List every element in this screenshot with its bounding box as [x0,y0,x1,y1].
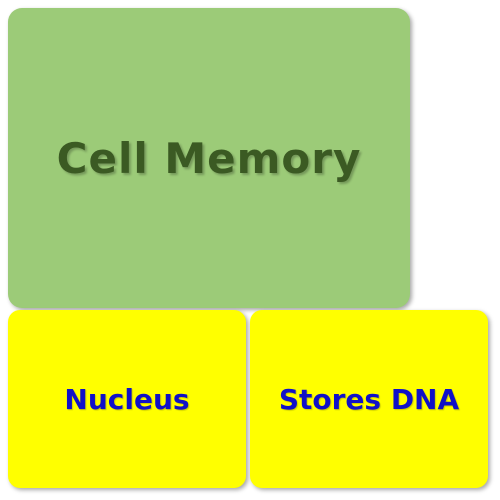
match-card-nucleus[interactable]: Nucleus [8,310,246,488]
match-card-label: Nucleus [64,382,190,416]
game-title: Cell Memory [56,133,362,183]
match-card-stores-dna[interactable]: Stores DNA [250,310,488,488]
match-card-label: Stores DNA [278,382,460,416]
game-title-card: Cell Memory [8,8,410,308]
